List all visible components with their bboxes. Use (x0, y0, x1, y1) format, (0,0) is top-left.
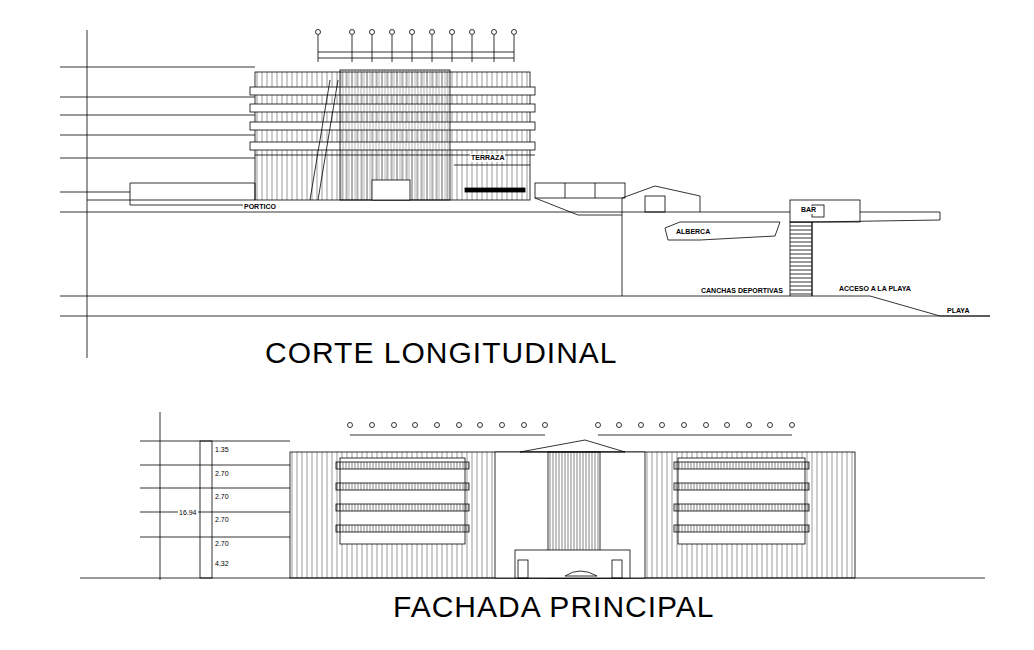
dimension-label: 1.35 (214, 446, 230, 454)
drawing-title: CORTE LONGITUDINAL (265, 336, 618, 369)
area-label: PLAYA (946, 307, 970, 315)
dimension-label: 2.70 (214, 540, 230, 548)
dimension-label: 2.70 (214, 470, 230, 478)
dimension-label: 16.94 (178, 509, 198, 517)
dimension-label: 4.32 (214, 560, 230, 568)
area-label: ACCESO A LA PLAYA (838, 285, 912, 293)
dimension-label: 2.70 (214, 516, 230, 524)
room-label: PORTICO (243, 203, 277, 211)
room-label: BAR (800, 206, 817, 214)
drawing-title: FACHADA PRINCIPAL (393, 590, 715, 623)
area-label: CANCHAS DEPORTIVAS (700, 287, 784, 295)
section-drawing (60, 30, 990, 359)
room-label: ALBERCA (675, 228, 711, 236)
dimension-label: 2.70 (214, 493, 230, 501)
facade-drawing (80, 412, 985, 580)
room-label: TERRAZA (470, 154, 505, 162)
